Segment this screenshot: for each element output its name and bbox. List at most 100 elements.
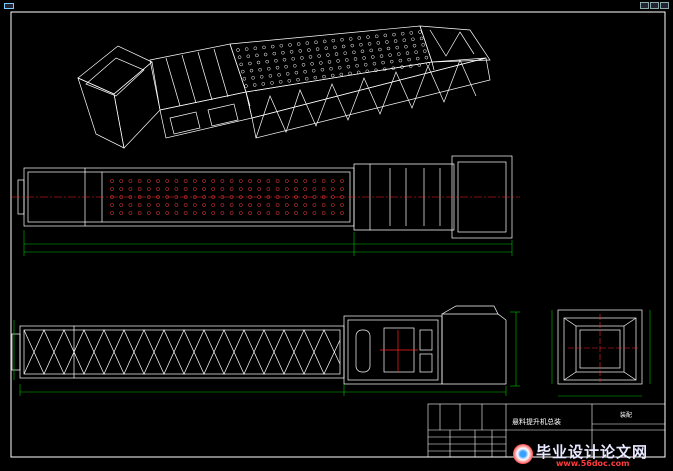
- iso-hole: [313, 75, 318, 80]
- plan-hole: [257, 179, 262, 183]
- close-icon[interactable]: [660, 2, 669, 9]
- plan-hole: [330, 179, 335, 183]
- plan-hole: [312, 187, 317, 191]
- plan-hole: [238, 211, 243, 215]
- plan-hole: [211, 203, 216, 207]
- plan-hole: [248, 187, 252, 191]
- iso-hole: [319, 61, 323, 65]
- iso-hole: [336, 59, 340, 63]
- plan-hole: [248, 179, 252, 183]
- iso-hole: [388, 53, 392, 57]
- iso-hole: [315, 47, 320, 51]
- plan-hole: [165, 187, 170, 191]
- plan-hole: [183, 211, 188, 215]
- restore-icon[interactable]: [650, 2, 659, 9]
- iso-hole: [327, 60, 332, 64]
- plan-hole: [275, 203, 280, 207]
- iso-hole: [391, 66, 396, 70]
- drawing-tab-icon[interactable]: [4, 3, 14, 9]
- plan-hole: [119, 211, 124, 215]
- iso-hole: [244, 47, 249, 51]
- iso-hole: [320, 67, 325, 72]
- iso-hole: [397, 52, 401, 56]
- iso-hole: [241, 69, 245, 74]
- iso-hole: [392, 32, 396, 37]
- plan-hole: [146, 211, 151, 215]
- minimize-icon[interactable]: [640, 2, 649, 9]
- iso-hole: [310, 62, 314, 66]
- iso-hole: [404, 44, 408, 49]
- plan-hole: [146, 195, 151, 199]
- plan-hole: [294, 187, 298, 191]
- iso-hole: [331, 38, 336, 43]
- plan-hole: [211, 187, 216, 191]
- iso-hole: [355, 63, 359, 68]
- plan-hole: [238, 187, 243, 191]
- plan-hole: [119, 187, 124, 191]
- plan-hole: [266, 179, 271, 183]
- iso-hole: [270, 81, 274, 85]
- isometric-view: [77, 25, 491, 149]
- plan-hole: [220, 211, 225, 215]
- iso-hole: [365, 69, 370, 74]
- iso-hole: [274, 58, 278, 63]
- iso-hole: [278, 80, 283, 84]
- iso-hole: [348, 37, 353, 41]
- iso-hole: [378, 47, 382, 52]
- iso-hole: [414, 50, 418, 54]
- iso-hole: [251, 76, 255, 80]
- plan-hole: [192, 179, 197, 183]
- plan-hole: [146, 203, 151, 207]
- plan-hole: [248, 203, 252, 207]
- iso-hole: [242, 77, 247, 81]
- plan-hole: [340, 203, 344, 207]
- plan-hole: [174, 211, 179, 215]
- watermark-logo-icon: [513, 444, 533, 464]
- plan-hole: [128, 179, 133, 183]
- iso-hole: [287, 79, 292, 83]
- iso-hole: [348, 71, 352, 76]
- iso-hole: [324, 46, 329, 50]
- plan-hole: [340, 179, 344, 183]
- isometric-deck-holes: [236, 30, 430, 88]
- plan-hole: [183, 203, 188, 207]
- iso-hole: [259, 75, 264, 79]
- iso-hole: [236, 48, 240, 52]
- plan-hole: [156, 187, 160, 191]
- iso-hole: [356, 70, 361, 75]
- iso-hole: [382, 67, 387, 71]
- plan-hole: [202, 203, 206, 207]
- iso-hole: [281, 50, 285, 55]
- plan-hole: [156, 203, 160, 207]
- iso-hole: [339, 72, 344, 77]
- plan-hole: [275, 187, 280, 191]
- iso-hole: [398, 58, 403, 63]
- plan-hole: [312, 211, 317, 215]
- plan-hole: [202, 179, 206, 183]
- iso-hole: [275, 65, 280, 70]
- plan-hole: [220, 187, 225, 191]
- iso-hole: [262, 45, 266, 50]
- iso-hole: [419, 36, 424, 41]
- iso-hole: [285, 72, 290, 76]
- plan-hole: [284, 187, 289, 191]
- iso-hole: [258, 67, 262, 72]
- plan-hole: [202, 187, 206, 191]
- iso-hole: [426, 62, 430, 66]
- iso-hole: [371, 55, 375, 59]
- iso-hole: [289, 50, 294, 54]
- plan-hole: [128, 203, 133, 207]
- iso-hole: [296, 42, 301, 46]
- iso-hole: [267, 66, 271, 71]
- iso-hole: [282, 57, 287, 62]
- plan-hole: [248, 211, 252, 215]
- iso-hole: [372, 61, 377, 66]
- iso-hole: [405, 51, 410, 55]
- plan-hole: [146, 179, 151, 183]
- iso-hole: [395, 45, 399, 50]
- plan-hole: [294, 211, 298, 215]
- plan-hole: [266, 203, 271, 207]
- plan-hole: [312, 179, 317, 183]
- plan-hole: [321, 203, 326, 207]
